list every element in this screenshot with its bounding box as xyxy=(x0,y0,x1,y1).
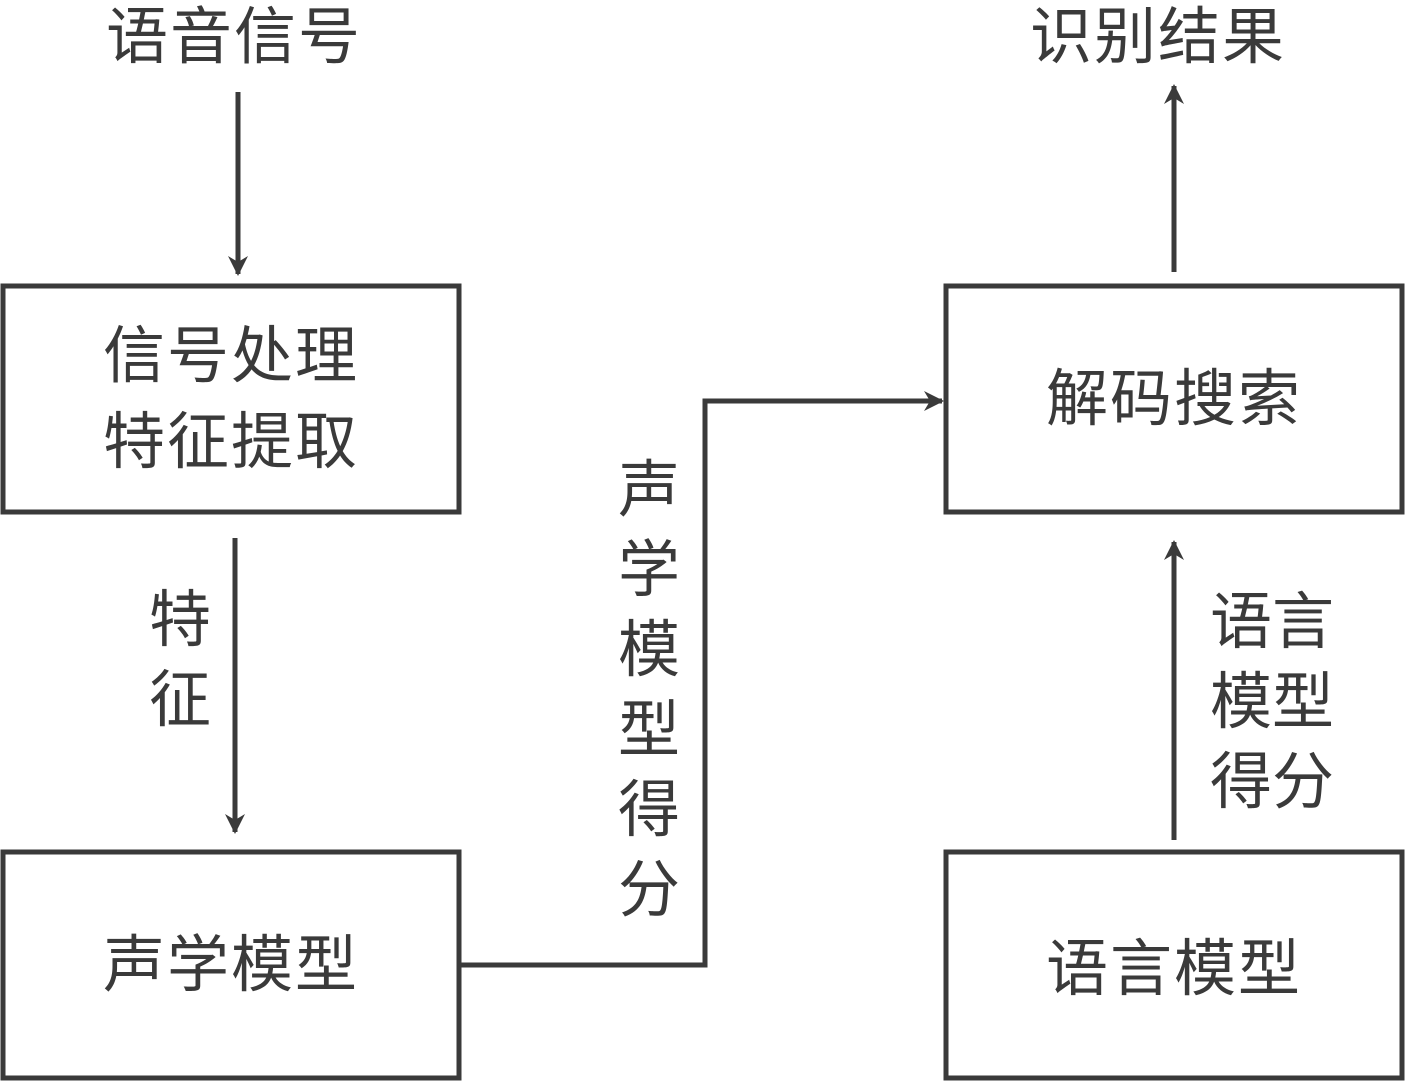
signal-processing-line1: 信号处理 xyxy=(102,319,359,392)
decoder-search-box xyxy=(943,283,1405,515)
input-label: 语音信号 xyxy=(106,0,363,73)
acoustic-score-edge-label: 声 学 模 型 得 分 xyxy=(617,453,680,926)
output-label: 识别结果 xyxy=(1030,0,1287,73)
signal-processing-line2: 特征提取 xyxy=(102,405,359,478)
decoder-search-label: 解码搜索 xyxy=(1045,362,1302,435)
features-edge-label: 特 征 xyxy=(148,583,211,736)
acoustic-model-label: 声学模型 xyxy=(102,928,359,1001)
language-model-box xyxy=(943,849,1405,1081)
signal-processing-label: 信号处理 特征提取 xyxy=(3,313,459,485)
language-model-label: 语言模型 xyxy=(1045,932,1302,1005)
signal-processing-box xyxy=(0,283,462,515)
arrow-acoustic-model-to-decoder xyxy=(459,391,944,968)
language-score-edge-label: 语言 模型 得分 xyxy=(1209,585,1334,818)
